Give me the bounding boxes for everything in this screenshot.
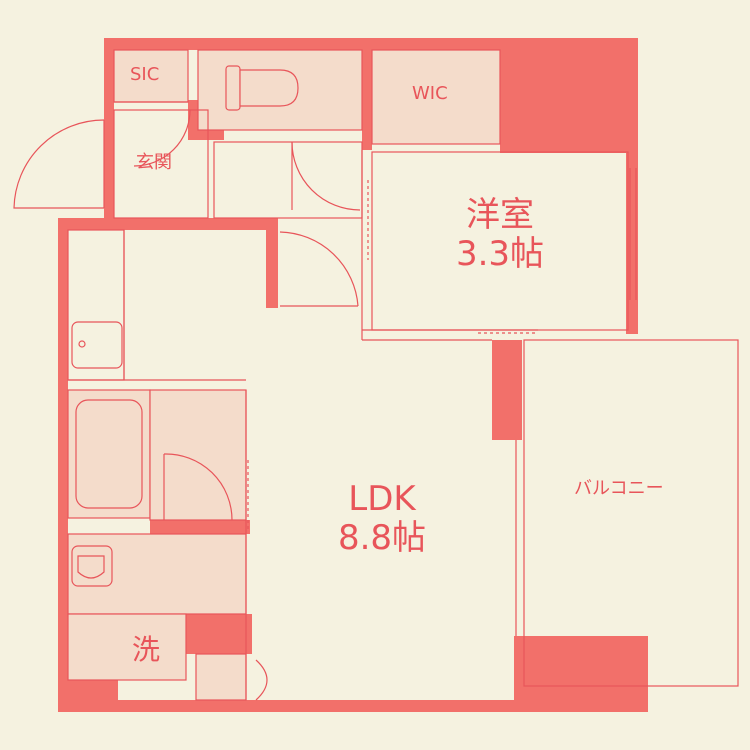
wash-door-swing (163, 453, 233, 521)
room-outlines (67, 65, 739, 700)
kitchen-door-swing (279, 231, 359, 307)
door-swings (13, 109, 361, 701)
genkan-door-swing (133, 109, 191, 167)
western-room-name: 洋室 (466, 195, 534, 235)
wic-room (371, 49, 501, 145)
room-fills (67, 49, 501, 701)
drain-icon (78, 340, 86, 348)
western-room-size: 3.3帖 (455, 234, 545, 275)
basin-box (71, 545, 113, 587)
closet-door-swing (255, 659, 268, 701)
western-room-label: 洋室 3.3帖 (430, 195, 570, 275)
balcony-label: バルコニー (574, 478, 664, 499)
sink-box (71, 321, 123, 369)
entrance-door-swing (13, 119, 105, 209)
kitchen-outline (67, 229, 125, 381)
balcony-outline (523, 339, 739, 687)
sic-label: SIC (130, 64, 160, 85)
laundry-room (67, 613, 187, 681)
wic-label: WIC (412, 83, 448, 104)
ldk-size: 8.8帖 (337, 518, 427, 559)
toilet-icon (239, 69, 299, 107)
sic-room (113, 49, 189, 103)
bathtub (75, 399, 143, 509)
wash-room (149, 389, 247, 521)
window-marks (247, 180, 536, 530)
ldk-label: LDK 8.8帖 (312, 479, 452, 559)
washer-label: 洗 (132, 633, 161, 666)
basin-icon (77, 555, 105, 579)
bath-room (67, 389, 151, 519)
corridor-door-swing (291, 141, 361, 211)
closet-bottom (195, 653, 247, 701)
genkan-outline (113, 109, 209, 219)
walls (58, 38, 648, 712)
ldk-name: LDK (348, 479, 416, 519)
genkan-label: 玄関 (136, 152, 172, 173)
